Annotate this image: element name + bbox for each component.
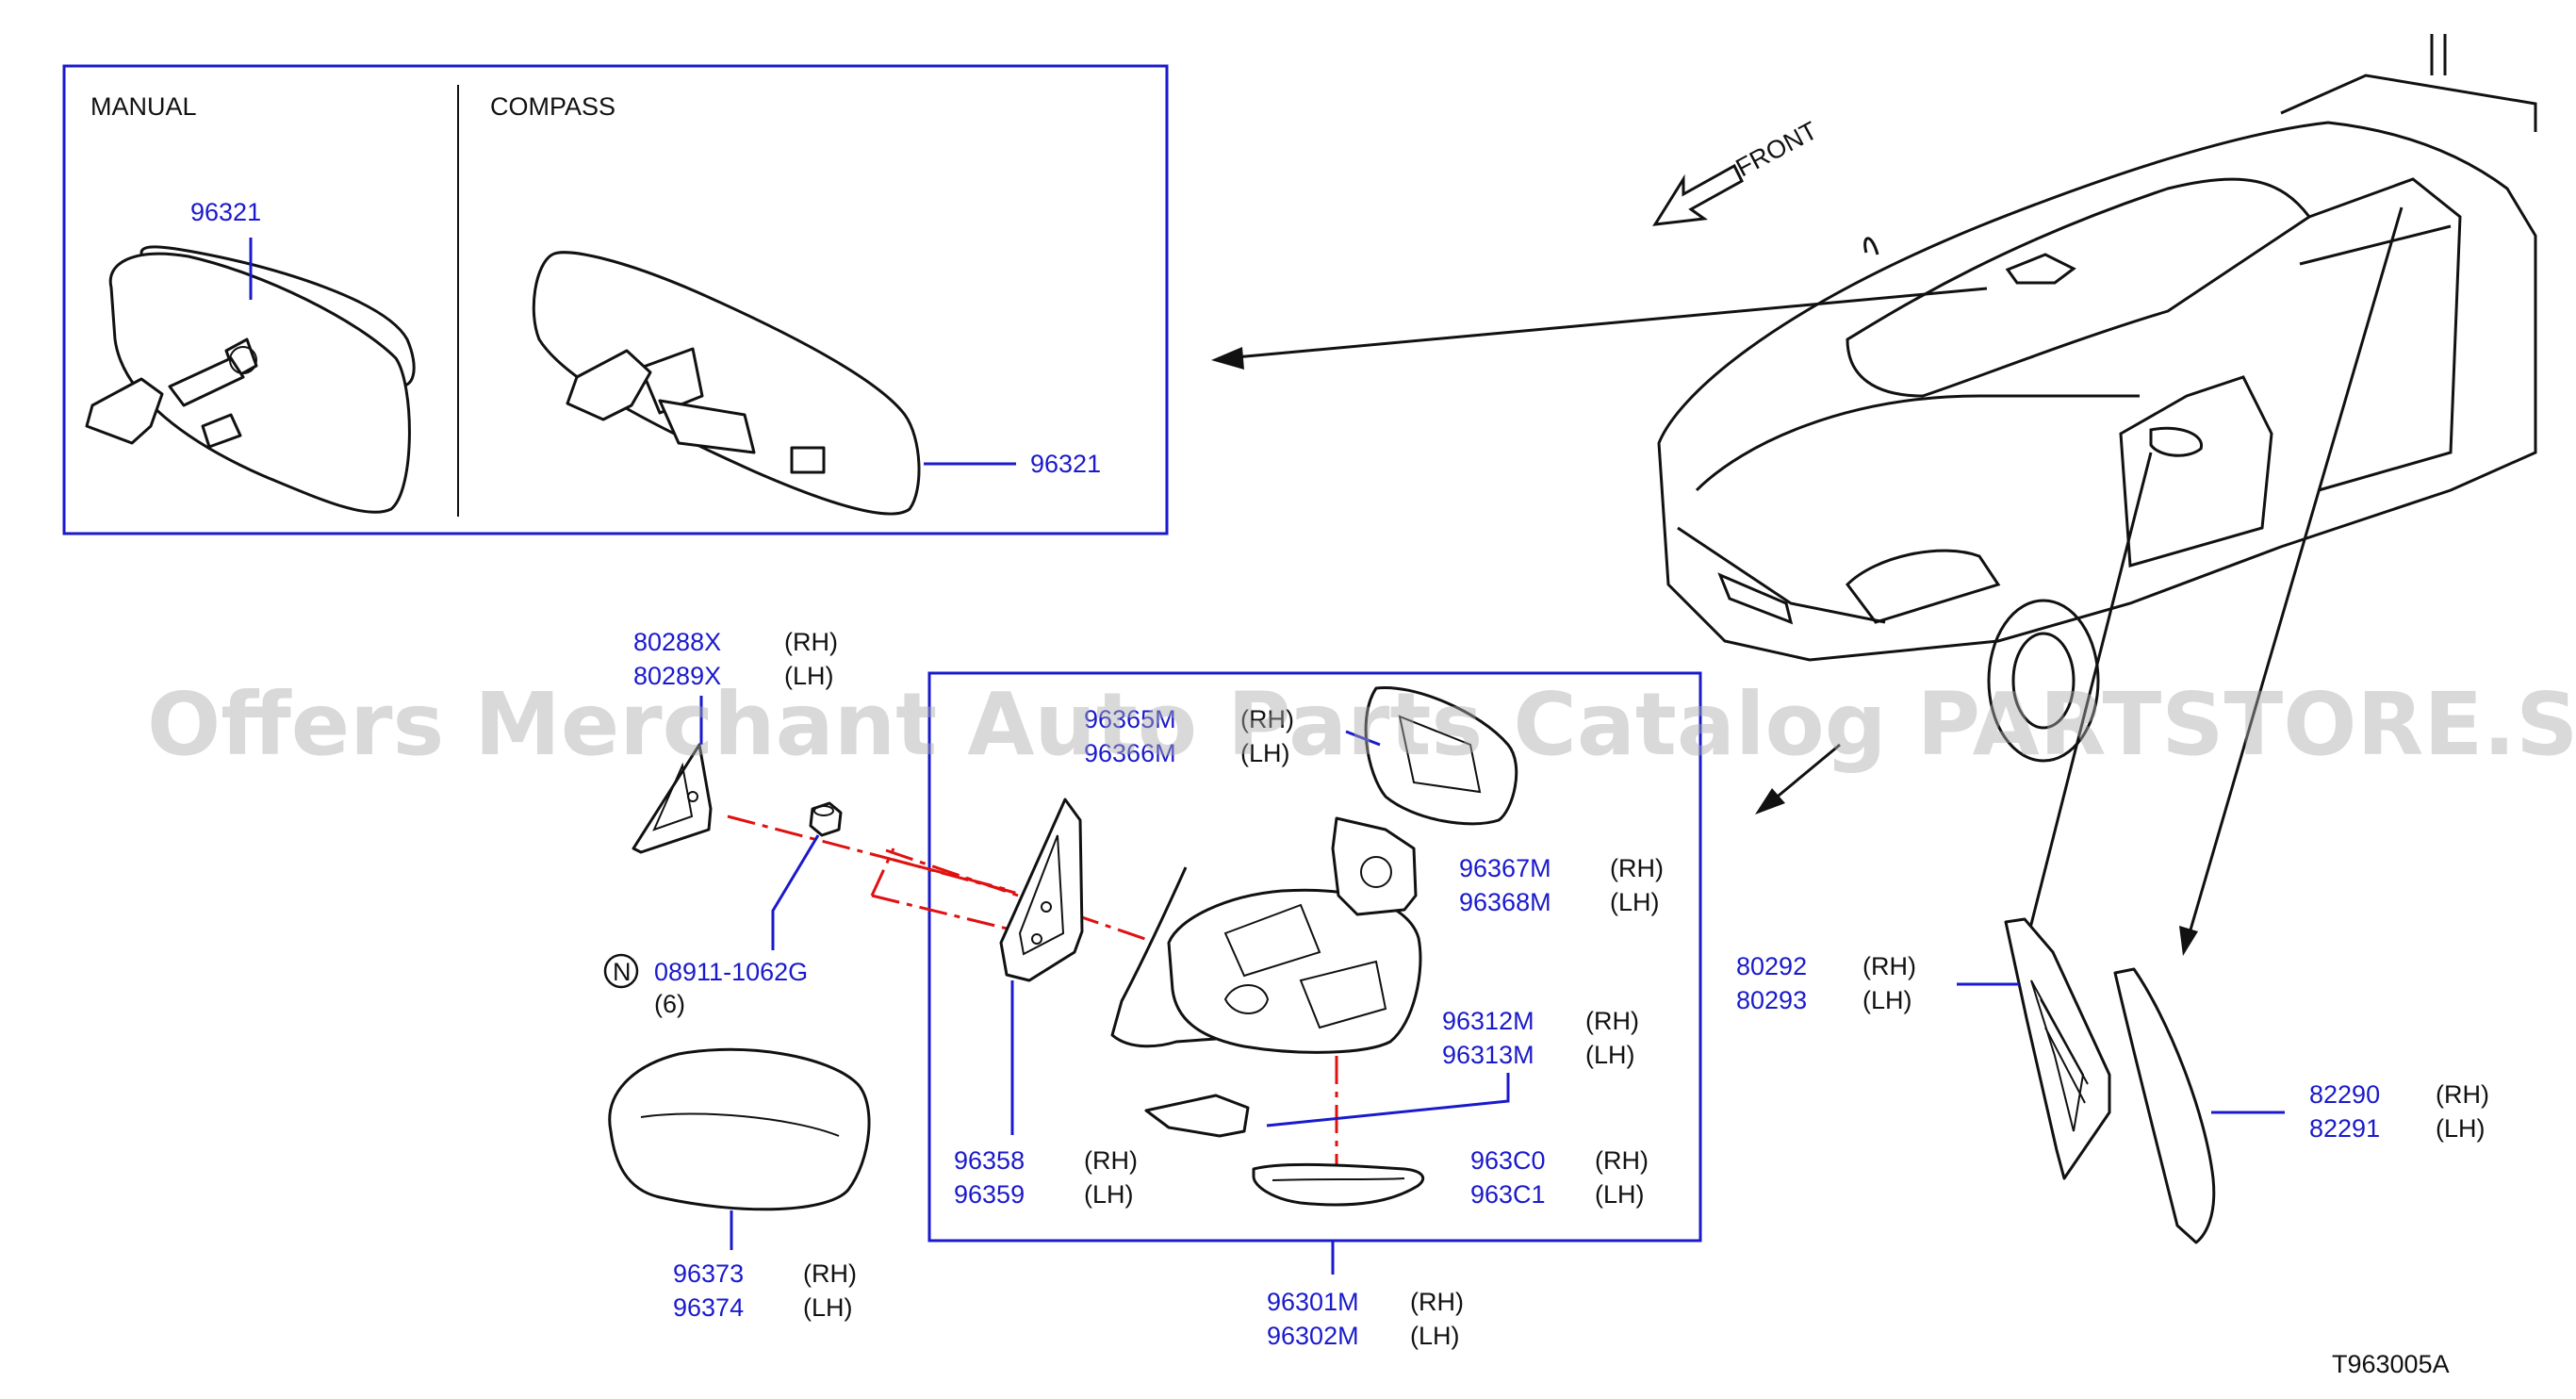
side-tag-corner-finisher-lh: (LH) <box>1862 986 1912 1014</box>
callout-arrows <box>1211 206 2404 963</box>
mirror-body-illustration <box>1110 866 1422 1054</box>
arrow-head-icon <box>1211 347 1244 370</box>
inset-title-manual: MANUAL <box>90 92 197 121</box>
side-tag-turn-lamp-rh: (RH) <box>1595 1146 1649 1175</box>
compass-mirror-illustration <box>532 251 921 516</box>
part-number-turn-lamp-lh[interactable]: 963C1 <box>1470 1180 1546 1209</box>
part-number-mirror-cap-lh[interactable]: 96374 <box>673 1293 744 1322</box>
pillar-garnish-illustration <box>2113 967 2216 1244</box>
figure-code: T963005A <box>2332 1350 2450 1378</box>
part-number-corner-finisher-lh[interactable]: 80293 <box>1736 986 1807 1014</box>
inset-panel: MANUAL COMPASS 96321 96321 <box>62 64 1169 535</box>
side-tag-base-gasket-rh: (RH) <box>1084 1146 1138 1175</box>
part-number-mirror-body-lh[interactable]: 96313M <box>1442 1041 1534 1069</box>
side-tag-mirror-body-rh: (RH) <box>1585 1007 1639 1035</box>
part-number-mirror-assy-lh[interactable]: 96302M <box>1267 1322 1359 1350</box>
nut-symbol-circle-icon <box>603 953 639 989</box>
lower-bracket-illustration <box>1144 1094 1250 1138</box>
part-number-actuator-lh[interactable]: 96368M <box>1459 888 1551 916</box>
leader-mirror-glass <box>1345 730 1381 747</box>
part-number-actuator-rh[interactable]: 96367M <box>1459 854 1551 882</box>
corner-finisher-illustration <box>2004 917 2111 1180</box>
mirror-assembly-frame <box>927 671 1702 1243</box>
part-number-corner-finisher-rh[interactable]: 80292 <box>1736 952 1807 980</box>
part-number-mirror-cap-rh[interactable]: 96373 <box>673 1259 744 1288</box>
side-tag-mirror-body-lh: (LH) <box>1585 1041 1635 1069</box>
part-number-mirror-compass[interactable]: 96321 <box>1030 450 1101 478</box>
leader-nut <box>771 834 820 950</box>
part-number-nut[interactable]: 08911-1062G <box>654 958 808 986</box>
front-label: FRONT <box>1731 116 1822 182</box>
side-tag-mirror-assy-lh: (LH) <box>1410 1322 1460 1350</box>
leader-mirror-body <box>1266 1073 1510 1127</box>
side-tag-corner-finisher-rh: (RH) <box>1862 952 1916 980</box>
side-tag-pillar-garnish-lh: (LH) <box>2436 1114 2486 1143</box>
triangle-cover-illustration <box>632 743 713 854</box>
mirror-cap-illustration <box>608 1047 871 1211</box>
part-number-turn-lamp-rh[interactable]: 963C0 <box>1470 1146 1546 1175</box>
front-indicator: FRONT <box>1652 116 1822 226</box>
base-gasket-illustration <box>999 798 1084 982</box>
part-number-mirror-glass-lh[interactable]: 96366M <box>1084 739 1176 767</box>
inset-frame <box>62 64 1169 535</box>
part-number-pillar-garnish-lh[interactable]: 82291 <box>2309 1114 2380 1143</box>
part-number-pillar-garnish-rh[interactable]: 82290 <box>2309 1080 2380 1109</box>
side-tag-mirror-cap-lh: (LH) <box>803 1293 853 1322</box>
side-tag-base-gasket-lh: (LH) <box>1084 1180 1134 1209</box>
nut-quantity: (6) <box>654 990 685 1018</box>
part-number-triangle-cover-lh[interactable]: 80289X <box>633 662 721 690</box>
side-tag-actuator-lh: (LH) <box>1610 888 1660 916</box>
mirror-glass-illustration <box>1364 685 1518 826</box>
nut-symbol: N <box>613 958 632 986</box>
side-tag-triangle-cover-lh: (LH) <box>784 662 834 690</box>
turn-lamp-illustration <box>1252 1162 1425 1207</box>
manual-mirror-illustration <box>85 245 416 514</box>
nut-illustration <box>809 801 843 837</box>
side-tag-mirror-cap-rh: (RH) <box>803 1259 857 1288</box>
watermark: Offers Merchant Auto Parts Catalog PARTS… <box>147 674 2576 775</box>
side-tag-triangle-cover-rh: (RH) <box>784 628 838 656</box>
part-number-mirror-glass-rh[interactable]: 96365M <box>1084 705 1176 733</box>
front-arrow-icon <box>1652 163 1744 226</box>
part-number-base-gasket-rh[interactable]: 96358 <box>954 1146 1025 1175</box>
inset-title-compass: COMPASS <box>490 92 615 121</box>
side-tag-mirror-glass-lh: (LH) <box>1240 739 1290 767</box>
part-number-mirror-manual[interactable]: 96321 <box>190 198 261 226</box>
side-tag-mirror-assy-rh: (RH) <box>1410 1288 1464 1316</box>
part-number-mirror-assy-rh[interactable]: 96301M <box>1267 1288 1359 1316</box>
part-number-mirror-body-rh[interactable]: 96312M <box>1442 1007 1534 1035</box>
side-tag-pillar-garnish-rh: (RH) <box>2436 1080 2489 1109</box>
side-tag-actuator-rh: (RH) <box>1610 854 1664 882</box>
part-number-base-gasket-lh[interactable]: 96359 <box>954 1180 1025 1209</box>
side-tag-mirror-glass-rh: (RH) <box>1240 705 1294 733</box>
side-tag-turn-lamp-lh: (LH) <box>1595 1180 1645 1209</box>
part-number-triangle-cover-rh[interactable]: 80288X <box>633 628 721 656</box>
vehicle-illustration <box>1657 34 2537 763</box>
actuator-illustration <box>1331 816 1418 916</box>
